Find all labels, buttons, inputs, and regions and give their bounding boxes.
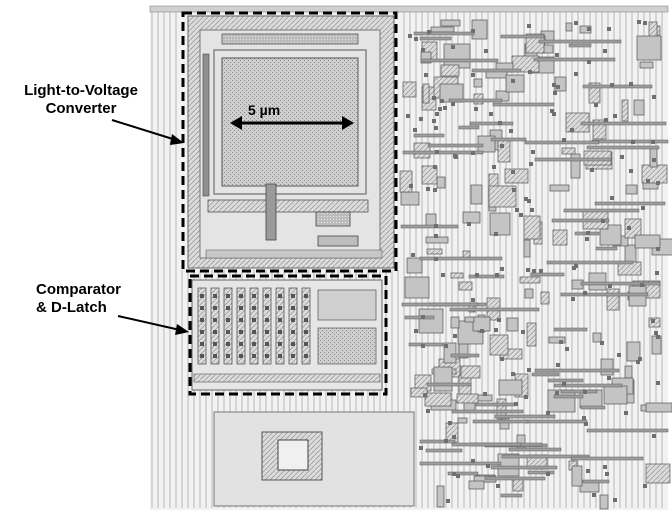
- callout-comparator-line1: Comparator: [36, 281, 122, 298]
- comparator-block: [191, 279, 383, 391]
- output-contacts: [315, 211, 351, 227]
- callout-converter-line1: Light-to-Voltage: [24, 82, 138, 99]
- bottom-metal: [205, 249, 383, 259]
- dimension-arrow: [230, 116, 354, 130]
- lower-bar: [317, 235, 359, 247]
- converter-dashed-outline: [181, 11, 398, 273]
- comparator-dashed-outline: [188, 274, 388, 396]
- callout-converter-line2: Converter: [45, 100, 117, 117]
- callout-arrow-comparator: [117, 315, 189, 335]
- callout-converter: Light-to-Voltage Converter: [6, 82, 156, 118]
- callout-arrow-converter: [111, 119, 184, 145]
- lower-block: [213, 411, 415, 507]
- comparator-rail: [193, 373, 381, 383]
- callout-comparator-line2: & D-Latch: [36, 299, 107, 316]
- callout-comparator: Comparator & D-Latch: [36, 281, 146, 317]
- transistor-strip: [207, 199, 369, 213]
- dimension-label: 5 µm: [248, 102, 281, 118]
- photodiode-guard: [213, 49, 367, 195]
- left-rail: [202, 53, 210, 197]
- converter-block: [187, 15, 395, 269]
- gate-finger: [265, 183, 277, 241]
- contact-row-top: [221, 33, 359, 45]
